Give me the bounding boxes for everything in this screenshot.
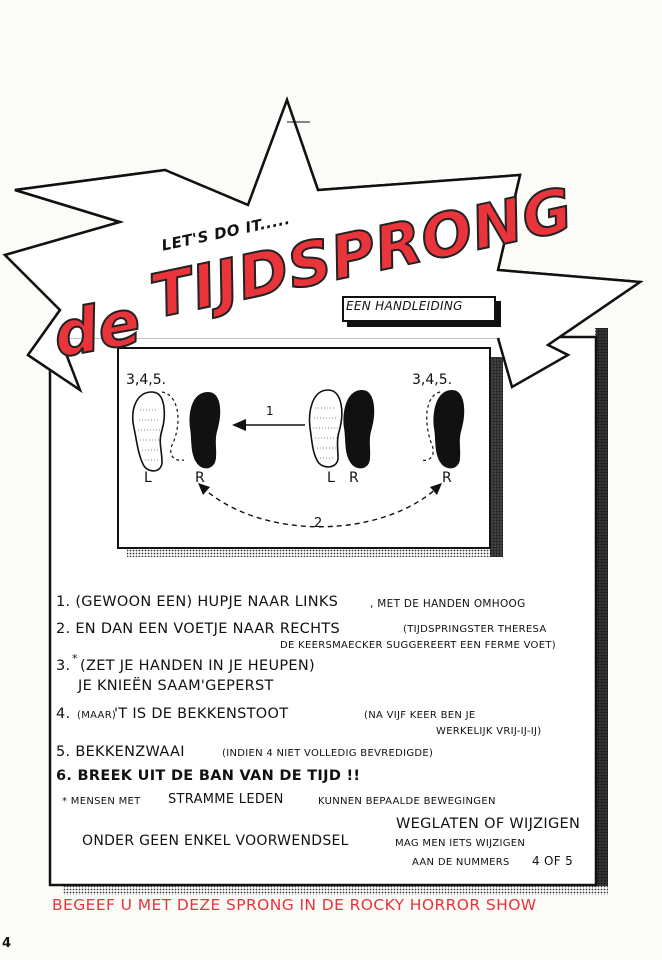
step-3-number: 3. <box>56 658 71 674</box>
note-line-2: WEGLATEN OF WIJZIGEN <box>396 816 581 832</box>
foot-middle-solid-icon <box>343 390 375 469</box>
note-line-1c: KUNNEN BEPAALDE BEWEGINGEN <box>318 796 496 807</box>
note-line-3a: ONDER GEEN ENKEL VOORWENDSEL <box>82 833 349 849</box>
diagram-box <box>117 347 491 549</box>
subtitle-text: EEN HANDLEIDING <box>346 299 463 313</box>
step-2-note-a: (TIJDSPRINGSTER THERESA <box>403 624 547 635</box>
foot-right-solid-2-icon <box>433 390 465 469</box>
arrow-2-head-right-icon <box>430 483 442 495</box>
step-5: 5. BEKKENZWAAI <box>56 744 185 760</box>
foot-label-r1: R <box>195 470 205 486</box>
note-line-1a: * MENSEN MET <box>62 796 141 807</box>
arrow-1-label: 1 <box>266 404 274 418</box>
step-4-prefix: (MAAR) <box>77 710 117 721</box>
diagram-shadow-edge <box>490 357 503 557</box>
arrow-1-head-icon <box>232 419 246 431</box>
note-line-1b: STRAMME LEDEN <box>168 792 284 807</box>
step-3-star: * <box>72 652 78 665</box>
step-4-number: 4. <box>56 706 71 722</box>
step-2: 2. EN DAN EEN VOETJE NAAR RECHTS <box>56 621 340 637</box>
step-1-note: , MET DE HANDEN OMHOOG <box>370 598 526 610</box>
step-5-note: (INDIEN 4 NIET VOLLEDIG BEVREDIGDE) <box>222 748 434 759</box>
foot-label-r2: R <box>349 470 359 486</box>
arrow-2-arc <box>201 486 439 528</box>
title-de: de <box>47 284 147 373</box>
step-4-note-a: (NA VIJF KEER BEN JE <box>364 710 476 721</box>
tagline: BEGEEF U MET DEZE SPRONG IN DE ROCKY HOR… <box>52 896 537 914</box>
foot-middle-outline-icon <box>308 389 343 468</box>
steps-left-label: 3,4,5. <box>126 372 167 388</box>
foot-label-r3: R <box>442 470 452 486</box>
step-4: 'T IS DE BEKKENSTOOT <box>114 706 289 722</box>
step-4-note-b: WERKELIJK VRIJ-IJ-IJ) <box>436 726 542 737</box>
foot-label-l2: L <box>327 470 335 486</box>
note-line-3d: 4 OF 5 <box>532 854 574 868</box>
burst-outline <box>2 96 644 394</box>
note-line-3b: MAG MEN IETS WIJZIGEN <box>395 838 526 849</box>
foot-left-dashed-path <box>161 391 185 461</box>
step-3: (ZET JE HANDEN IN JE HEUPEN) <box>80 658 315 674</box>
foot-right-dashed-path <box>421 391 441 461</box>
step-2-note-b: DE KEERSMAECKER SUGGEREERT EEN FERME VOE… <box>280 640 556 651</box>
subtitle-box <box>342 296 496 322</box>
note-line-3c: AAN DE NUMMERS <box>412 857 510 868</box>
panel-shadow-edge <box>596 328 608 886</box>
foot-label-l1: L <box>144 470 152 486</box>
arrow-2-head-left-icon <box>198 483 210 495</box>
steps-right-label: 3,4,5. <box>412 372 453 388</box>
foot-right-solid-1-icon <box>189 392 221 469</box>
page-number: 4 <box>2 936 12 951</box>
foot-left-outline-icon <box>132 391 166 472</box>
step-6: 6. BREEK UIT DE BAN VAN DE TIJD !! <box>56 768 361 784</box>
arrow-2-label: 2 <box>314 516 323 531</box>
step-1: 1. (GEWOON EEN) HUPJE NAAR LINKS <box>56 594 339 610</box>
step-3-b: JE KNIEËN SAAM'GEPERST <box>78 678 274 694</box>
